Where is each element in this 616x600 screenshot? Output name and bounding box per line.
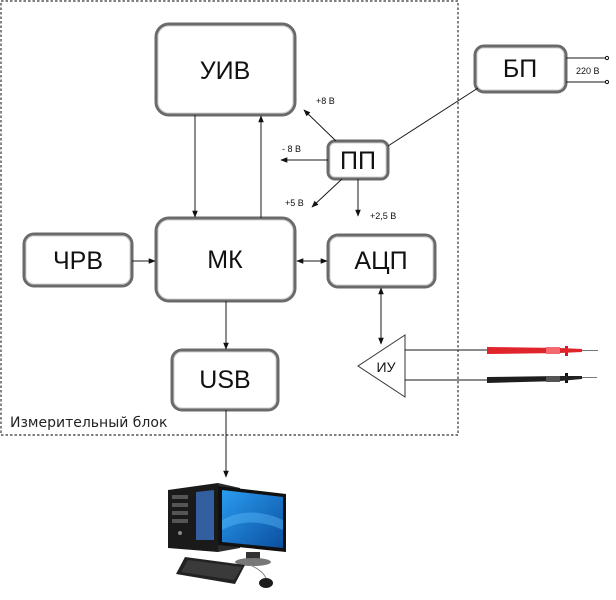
arrow-pp-plus5 — [311, 178, 343, 208]
block-pp-label: ПП — [340, 147, 376, 175]
voltage-plus5-label: +5 В — [285, 198, 304, 208]
arrow-pp-plus8 — [303, 109, 337, 142]
desktop-computer-icon — [168, 483, 286, 588]
block-usb-label: USB — [199, 366, 250, 394]
block-iu-label: ИУ — [377, 359, 396, 375]
block-bp[interactable]: БП — [473, 44, 568, 94]
block-mk-label: МК — [207, 246, 243, 274]
block-iu[interactable]: ИУ — [357, 334, 406, 398]
mains-voltage-label: 220 В — [576, 66, 600, 76]
block-chrv[interactable]: ЧРВ — [22, 232, 134, 288]
block-adc-label: АЦП — [354, 247, 407, 275]
block-pp[interactable]: ПП — [326, 139, 390, 181]
block-uiv[interactable]: УИВ — [154, 22, 297, 117]
block-usb[interactable]: USB — [170, 348, 280, 412]
block-uiv-label: УИВ — [200, 57, 251, 85]
red-test-probe-icon — [487, 346, 598, 356]
voltage-plus8-label: +8 В — [316, 96, 335, 106]
line-bp-to-pp — [387, 87, 479, 147]
mains-connection: 220 В — [566, 55, 610, 85]
voltage-plus2_5-label: +2,5 В — [370, 211, 396, 221]
block-adc[interactable]: АЦП — [326, 233, 437, 289]
block-chrv-label: ЧРВ — [53, 247, 103, 275]
black-test-probe-icon — [487, 373, 597, 383]
block-mk[interactable]: МК — [154, 216, 297, 303]
block-bp-label: БП — [503, 55, 537, 83]
frame-label: Измерительный блок — [10, 415, 167, 431]
voltage-minus8-label: - 8 В — [282, 144, 301, 154]
